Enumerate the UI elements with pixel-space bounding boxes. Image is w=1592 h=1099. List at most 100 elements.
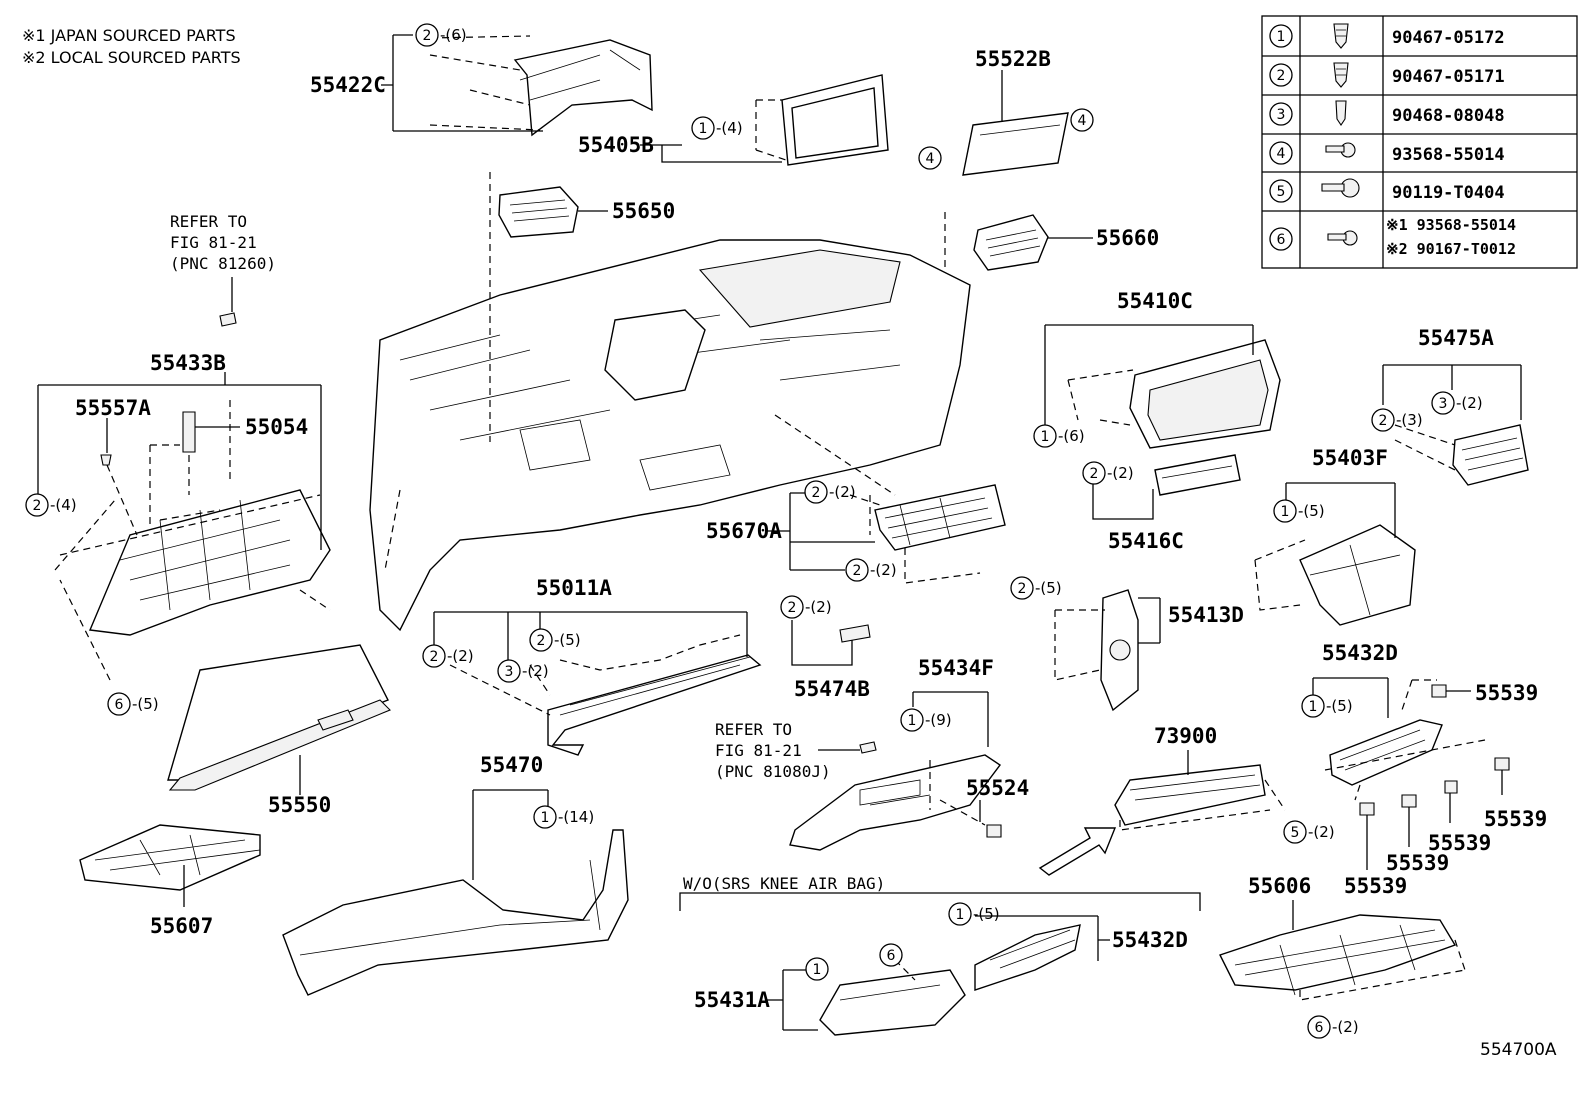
callout-circle [1070, 108, 1094, 132]
callout-c6: 2-(2) [1082, 461, 1134, 485]
label-55416C: 55416C [1108, 529, 1184, 553]
callout-quantity: -(4) [716, 119, 743, 137]
callout-circle [533, 805, 557, 829]
callout-number: 4 [1078, 113, 1087, 129]
clip-icon [1333, 23, 1349, 49]
callout-c2: 1 -(4) [691, 116, 743, 140]
callout-quantity: -(5) [1326, 697, 1353, 715]
part-55557A [100, 418, 138, 536]
callout-circle [1010, 576, 1034, 600]
callout-number: 4 [926, 151, 935, 167]
part-55434F [789, 691, 1002, 851]
callout-number: 2 [1018, 581, 1027, 597]
part-55650 [498, 186, 608, 238]
label-55607: 55607 [150, 914, 213, 938]
part-55539-clips [1359, 684, 1510, 870]
callout-circle [497, 659, 521, 683]
table-num-3: 3 [1277, 107, 1286, 123]
callout-c7: 2-(3) [1371, 408, 1423, 432]
callout-quantity: -(2) [447, 647, 474, 665]
label-55550: 55550 [268, 793, 331, 817]
callout-c13: 2-(5) [529, 628, 581, 652]
callouts: 2-(6)1-(4)441-(6)2-(2)2-(3)3-(2)1-(5)2-(… [25, 23, 1483, 1039]
callout-quantity: -(5) [1298, 502, 1325, 520]
part-55413D [1054, 589, 1161, 712]
callout-number: 5 [1291, 825, 1300, 841]
part-55524 [939, 799, 1002, 838]
callout-circle [691, 116, 715, 140]
label-55432D-lower: 55432D [1112, 928, 1188, 952]
label-55434F: 55434F [918, 656, 994, 680]
callout-quantity: -(2) [522, 662, 549, 680]
refer-1-line3: (PNC 81260) [170, 254, 276, 273]
callout-quantity: -(2) [870, 561, 897, 579]
table-part-5: 90119-T0404 [1392, 183, 1505, 203]
callout-circle [415, 23, 439, 47]
callout-circle [1273, 499, 1297, 523]
callout-number: 2 [853, 563, 862, 579]
callout-number: 3 [505, 664, 514, 680]
label-55524: 55524 [966, 776, 1029, 800]
callout-number: 6 [115, 697, 124, 713]
callout-circle [25, 493, 49, 517]
part-instrument-panel [369, 172, 971, 632]
callout-quantity: -(2) [1332, 1018, 1359, 1036]
part-55433B [37, 372, 331, 681]
callout-circle [1033, 424, 1057, 448]
table-part-1: 90467-05172 [1392, 28, 1505, 48]
callout-number: 2 [430, 649, 439, 665]
callout-c11: 2-(2) [804, 480, 856, 504]
callout-c14: 2 -(2) [422, 644, 474, 668]
label-55470: 55470 [480, 753, 543, 777]
label-55054: 55054 [245, 415, 308, 439]
note-local-sourced: ※2 LOCAL SOURCED PARTS [22, 48, 241, 67]
callout-quantity: -(2) [1107, 464, 1134, 482]
callout-quantity: -(5) [1035, 579, 1062, 597]
callout-c20: 1-(5) [1301, 694, 1353, 718]
clip-icon [1335, 100, 1347, 126]
callout-quantity: -(5) [554, 631, 581, 649]
callout-quantity: -(6) [440, 26, 467, 44]
label-55670A: 55670A [706, 519, 782, 543]
callout-circle [900, 708, 924, 732]
callout-c17: 2-(2) [780, 595, 832, 619]
callout-circle [918, 146, 942, 170]
callout-number: 1 [1041, 429, 1050, 445]
callout-circle [780, 595, 804, 619]
part-55660 [944, 212, 1093, 312]
callout-circle [422, 644, 446, 668]
callout-number: 6 [887, 948, 896, 964]
part-55054 [149, 400, 240, 525]
clip-icon [1333, 62, 1349, 88]
part-55522B [962, 70, 1069, 176]
table-part-6a: ※1 93568-55014 [1386, 216, 1516, 234]
callout-number: 1 [699, 121, 708, 137]
callout-number: 1 [813, 962, 822, 978]
callout-quantity: -(4) [50, 496, 77, 514]
label-55539-4: 55539 [1386, 851, 1449, 875]
part-55431A [765, 959, 966, 1036]
callout-quantity: -(2) [829, 483, 856, 501]
callout-circle [1301, 694, 1325, 718]
callout-c12: 2 -(2) [845, 558, 897, 582]
label-55539-1: 55539 [1475, 681, 1538, 705]
label-55410C: 55410C [1117, 289, 1193, 313]
callout-c18: 6 -(5) [107, 692, 159, 716]
label-55011A: 55011A [536, 576, 612, 600]
callout-c24: 1 [805, 957, 829, 981]
note-japan-sourced: ※1 JAPAN SOURCED PARTS [22, 26, 236, 45]
callout-number: 2 [1379, 413, 1388, 429]
callout-circle [529, 628, 553, 652]
callout-number: 2 [33, 498, 42, 514]
callout-number: 1 [908, 713, 917, 729]
label-55413D: 55413D [1168, 603, 1244, 627]
callout-quantity: -(14) [558, 808, 594, 826]
callout-c3: 4 [918, 146, 942, 170]
callout-quantity: -(5) [132, 695, 159, 713]
refer-1-line2: FIG 81-21 [170, 233, 257, 252]
table-num-2: 2 [1277, 68, 1286, 84]
part-55606 [1219, 900, 1466, 1001]
callout-c4: 4 [1070, 108, 1094, 132]
part-55416C [1092, 454, 1241, 520]
